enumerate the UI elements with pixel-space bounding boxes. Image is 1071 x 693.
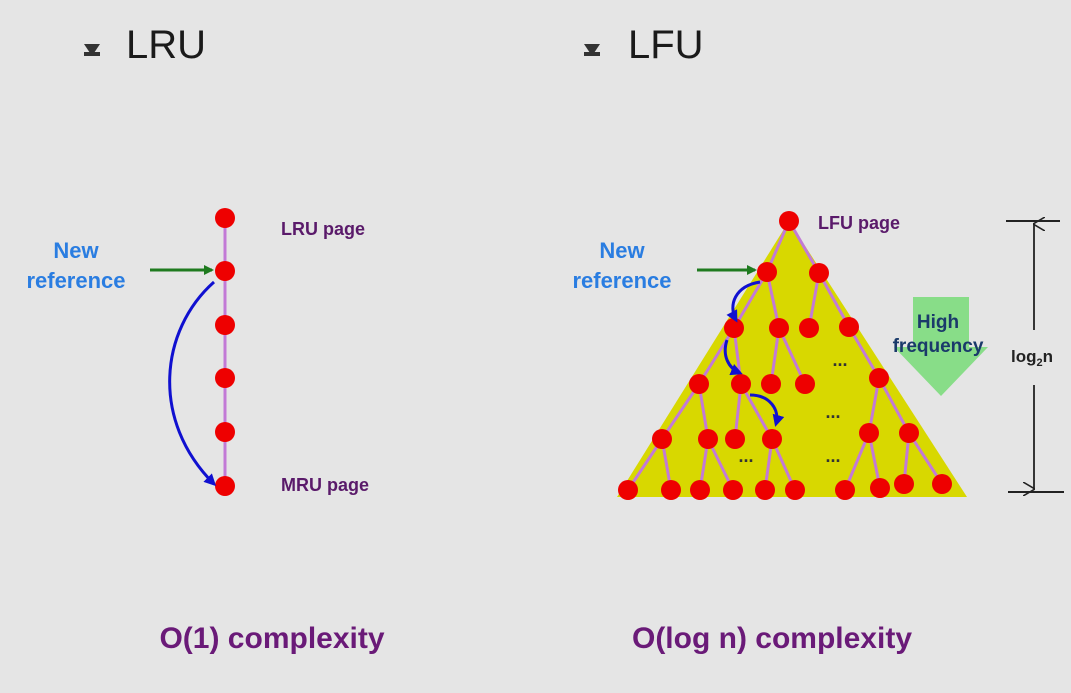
heap-node	[761, 374, 781, 394]
lru-list-node	[215, 422, 235, 442]
swap-arrow	[723, 339, 743, 376]
heap-node	[618, 480, 638, 500]
lru-title: LRU	[126, 23, 206, 67]
heap-node	[839, 317, 859, 337]
heap-node	[869, 368, 889, 388]
lfu-new-reference-line1: New	[599, 238, 645, 263]
heap-node	[795, 374, 815, 394]
heap-edge	[843, 432, 871, 491]
heap-node	[689, 374, 709, 394]
lru-new-reference-line2: reference	[26, 268, 125, 293]
ellipsis-mark: ...	[825, 402, 840, 422]
heap-edge	[877, 377, 911, 434]
heap-edge	[739, 383, 774, 440]
swap-arrow	[749, 393, 785, 427]
ellipsis-mark: ...	[738, 446, 753, 466]
heap-edge	[626, 438, 664, 491]
lru-move-arrow	[168, 280, 217, 487]
lru-section: LRU New reference LRU page MRU page O(1)…	[26, 23, 384, 655]
high-frequency-indicator: High frequency	[893, 297, 988, 396]
down-arrow-icon	[894, 297, 988, 396]
heap-edge	[660, 383, 701, 440]
lru-list-node	[215, 208, 235, 228]
lru-list-node	[215, 368, 235, 388]
ellipsis-mark: ...	[832, 350, 847, 370]
heap-node	[652, 429, 672, 449]
lru-list-node	[215, 261, 235, 281]
heap-node	[698, 429, 718, 449]
heap-edge	[777, 327, 807, 385]
mru-page-label: MRU page	[281, 475, 369, 495]
heap-node	[899, 423, 919, 443]
lfu-section: LFU ... ... ... ... New reference LFU pa…	[572, 23, 1064, 655]
lfu-title: LFU	[628, 23, 704, 67]
heap-node	[725, 429, 745, 449]
heap-node	[785, 480, 805, 500]
log2n-label: log2n	[1011, 347, 1053, 369]
heap-edge	[907, 432, 944, 485]
high-frequency-line2: frequency	[893, 336, 984, 357]
high-frequency-line1: High	[917, 312, 959, 333]
heap-edge	[817, 272, 851, 328]
lru-list-node	[215, 476, 235, 496]
heap-edge	[787, 220, 821, 274]
lfu-page-label: LFU page	[818, 213, 900, 233]
heap-node	[859, 423, 879, 443]
lru-page-label: LRU page	[281, 219, 365, 239]
heap-swap-arrows	[723, 280, 785, 427]
heap-node	[809, 263, 829, 283]
heap-node	[661, 480, 681, 500]
height-indicator: log2n	[1006, 221, 1064, 492]
heap-node	[755, 480, 775, 500]
heap-node	[731, 374, 751, 394]
heap-node	[769, 318, 789, 338]
bullet-icon	[84, 44, 100, 56]
lru-complexity: O(1) complexity	[159, 622, 384, 655]
heap-edge	[697, 327, 736, 385]
heap-node	[757, 262, 777, 282]
bullet-icon	[584, 44, 600, 56]
heap-node	[723, 480, 743, 500]
ellipsis-mark: ...	[825, 446, 840, 466]
heap-node	[779, 211, 799, 231]
heap-node	[799, 318, 819, 338]
heap-node	[762, 429, 782, 449]
lru-node-list	[215, 208, 235, 496]
lru-list-node	[215, 315, 235, 335]
heap-node	[932, 474, 952, 494]
heap-edge	[732, 271, 769, 329]
heap-node	[894, 474, 914, 494]
heap-ellipses: ... ... ... ...	[738, 350, 847, 466]
heap-node	[835, 480, 855, 500]
heap-nodes	[618, 211, 952, 500]
heap-node	[690, 480, 710, 500]
lru-new-reference-line1: New	[53, 238, 99, 263]
heap-node	[870, 478, 890, 498]
lfu-complexity: O(log n) complexity	[632, 622, 912, 655]
heap-node	[724, 318, 744, 338]
lfu-new-reference-line2: reference	[572, 268, 671, 293]
swap-arrow	[726, 280, 761, 323]
